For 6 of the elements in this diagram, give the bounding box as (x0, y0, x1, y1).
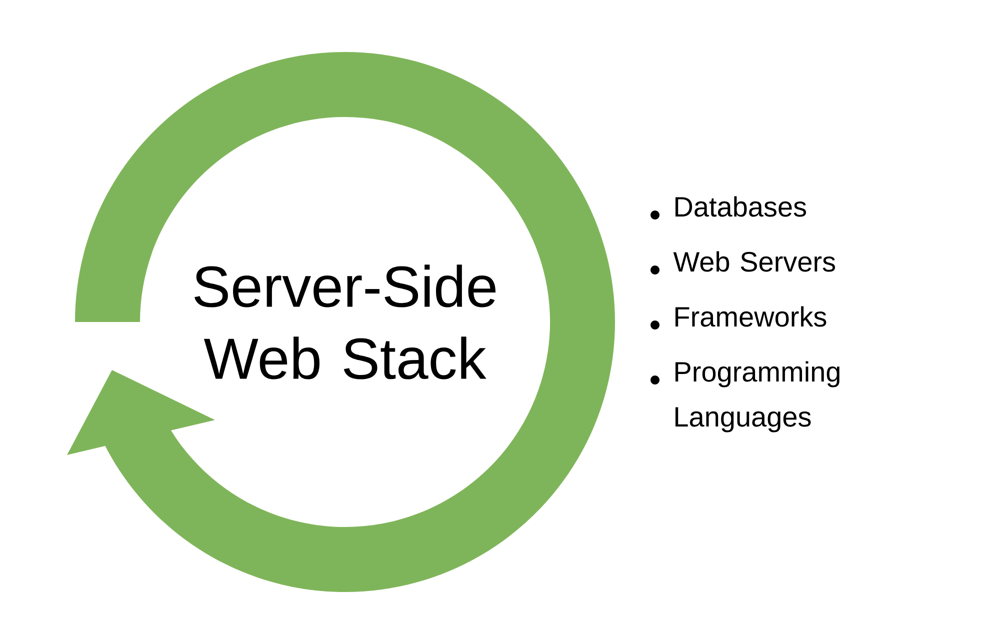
list-item: Web Servers (673, 251, 836, 272)
list-item: Frameworks (676, 306, 826, 327)
list-item: Programming Languages (676, 361, 840, 432)
list-item: Databases (676, 196, 806, 217)
circular-arrow-drawing (67, 52, 615, 592)
center-title: Server-Side Web Stack (194, 264, 496, 380)
